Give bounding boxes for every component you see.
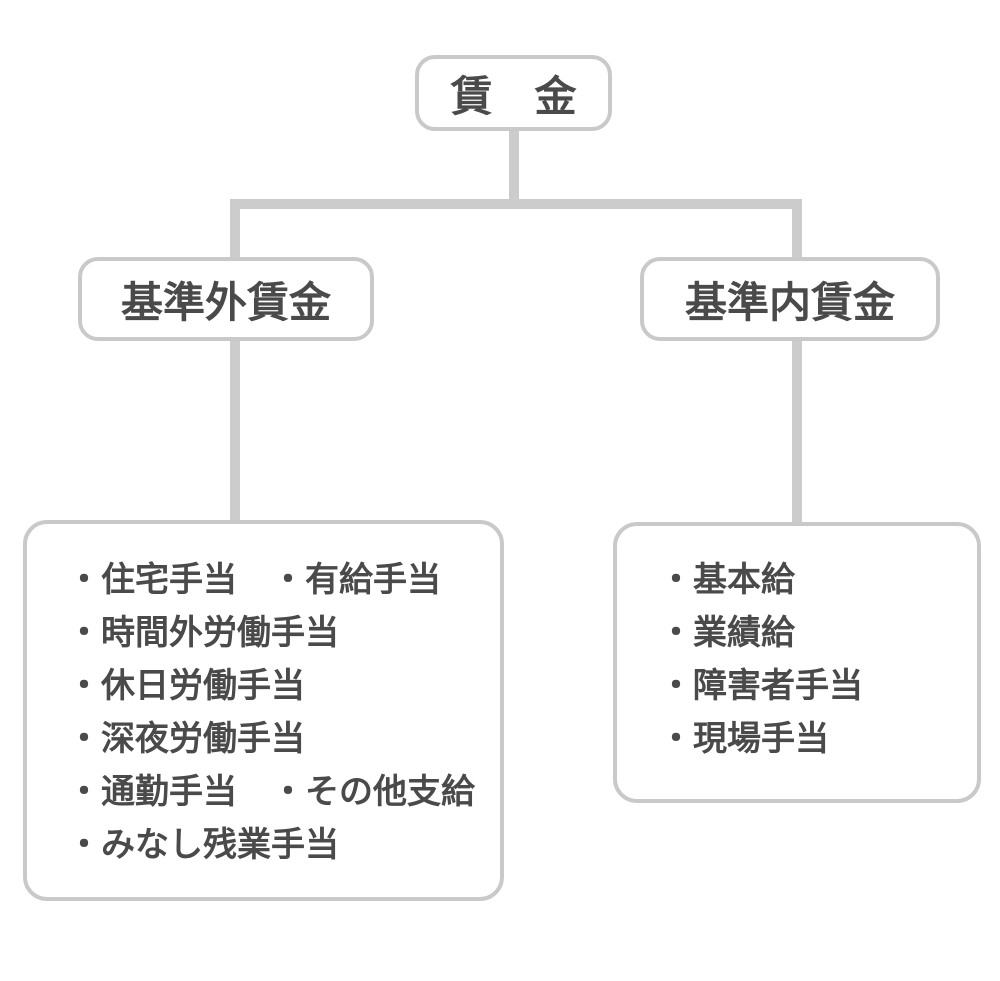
- pay-item: ・障害者手当: [659, 666, 863, 706]
- allowance-item: ・通勤手当 ・その他支給: [67, 772, 475, 812]
- root-node-label: 賃 金: [450, 71, 577, 121]
- connector-right-branch-drop: [792, 199, 802, 259]
- branch-node-left-label: 基準外賃金: [120, 277, 331, 327]
- pay-item: ・業績給: [659, 613, 795, 653]
- allowance-item: ・みなし残業手当: [67, 825, 339, 865]
- pay-item: ・基本給: [659, 560, 795, 600]
- allowance-item: ・時間外労働手当: [67, 613, 339, 653]
- leaf-node-non-standard-items: ・住宅手当 ・有給手当 ・時間外労働手当 ・休日労働手当 ・深夜労働手当 ・通勤…: [23, 520, 504, 901]
- branch-node-right-label: 基準内賃金: [684, 277, 895, 327]
- leaf-node-standard-items: ・基本給 ・業績給 ・障害者手当 ・現場手当: [613, 522, 981, 803]
- root-node-wage: 賃 金: [415, 55, 612, 131]
- connector-left-leaf-drop: [230, 339, 240, 523]
- pay-item: ・現場手当: [659, 719, 829, 759]
- branch-node-non-standard-wage: 基準外賃金: [78, 257, 374, 341]
- connector-left-branch-drop: [230, 199, 240, 259]
- connector-right-leaf-drop: [792, 339, 802, 525]
- allowance-item: ・住宅手当 ・有給手当: [67, 560, 441, 600]
- connector-root-drop: [509, 128, 519, 204]
- branch-node-standard-wage: 基準内賃金: [640, 257, 940, 341]
- allowance-item: ・深夜労働手当: [67, 719, 305, 759]
- connector-horizontal-bar: [230, 199, 802, 209]
- allowance-item: ・休日労働手当: [67, 666, 305, 706]
